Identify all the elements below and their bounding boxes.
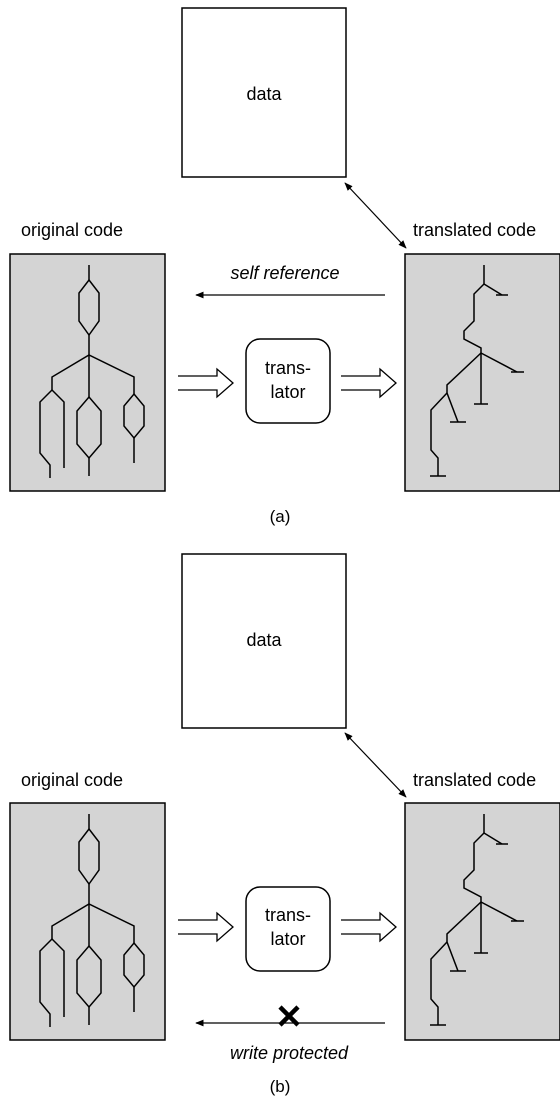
original-code-label: original code bbox=[21, 770, 123, 790]
output-arrow bbox=[341, 911, 397, 943]
caption-a: (a) bbox=[270, 507, 291, 526]
translator-box bbox=[245, 338, 331, 424]
translated-code-tree-icon bbox=[430, 814, 524, 1026]
input-arrow bbox=[178, 911, 234, 943]
self-reference-label: self reference bbox=[230, 263, 339, 283]
input-arrow bbox=[178, 367, 234, 399]
translator-label-line2: lator bbox=[270, 929, 305, 949]
data-box-label: data bbox=[246, 84, 282, 104]
original-code-box bbox=[9, 802, 166, 1041]
panel-a: data original code translated code bbox=[9, 7, 560, 526]
panel-b: data original code translated code bbox=[9, 553, 560, 1096]
translated-code-box bbox=[404, 802, 560, 1041]
translated-code-box bbox=[404, 253, 560, 492]
caption-b: (b) bbox=[270, 1077, 291, 1096]
original-code-tree-icon bbox=[39, 814, 145, 1027]
data-box-label: data bbox=[246, 630, 282, 650]
translator-label-line2: lator bbox=[270, 382, 305, 402]
data-link-arrow bbox=[344, 732, 407, 798]
original-code-label: original code bbox=[21, 220, 123, 240]
output-arrow bbox=[341, 367, 397, 399]
original-code-box bbox=[9, 253, 166, 492]
original-code-tree-icon bbox=[39, 265, 145, 478]
data-box bbox=[181, 553, 347, 729]
data-link-arrow bbox=[344, 182, 407, 249]
translated-code-label: translated code bbox=[413, 770, 536, 790]
translated-code-label: translated code bbox=[413, 220, 536, 240]
translator-box bbox=[245, 886, 331, 972]
translated-code-tree-icon bbox=[430, 265, 524, 477]
translator-label-line1: trans- bbox=[265, 358, 311, 378]
translator-label-line1: trans- bbox=[265, 905, 311, 925]
blocked-x-icon bbox=[278, 1005, 300, 1027]
write-protected-label: write protected bbox=[230, 1043, 349, 1063]
data-box bbox=[181, 7, 347, 178]
